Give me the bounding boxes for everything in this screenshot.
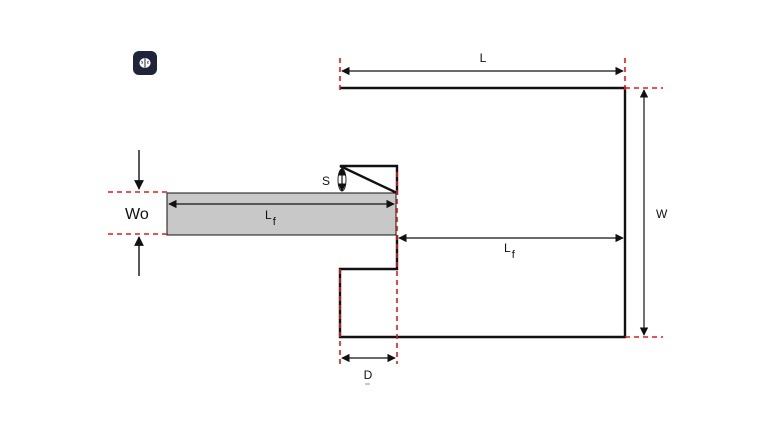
label-S: S xyxy=(322,174,330,188)
brain-icon xyxy=(139,58,151,68)
label-D: D xyxy=(364,368,373,382)
label-Lf-feed: Lf xyxy=(265,208,277,228)
app-icon[interactable] xyxy=(133,51,157,75)
guide-lines xyxy=(108,58,663,364)
dim-S-loop xyxy=(337,168,347,192)
label-L: L xyxy=(480,51,487,65)
label-W: W xyxy=(656,207,668,221)
feed-line xyxy=(166,192,397,236)
label-Lf-patch: Lf xyxy=(504,241,516,261)
label-Wo: Wo xyxy=(125,206,149,223)
